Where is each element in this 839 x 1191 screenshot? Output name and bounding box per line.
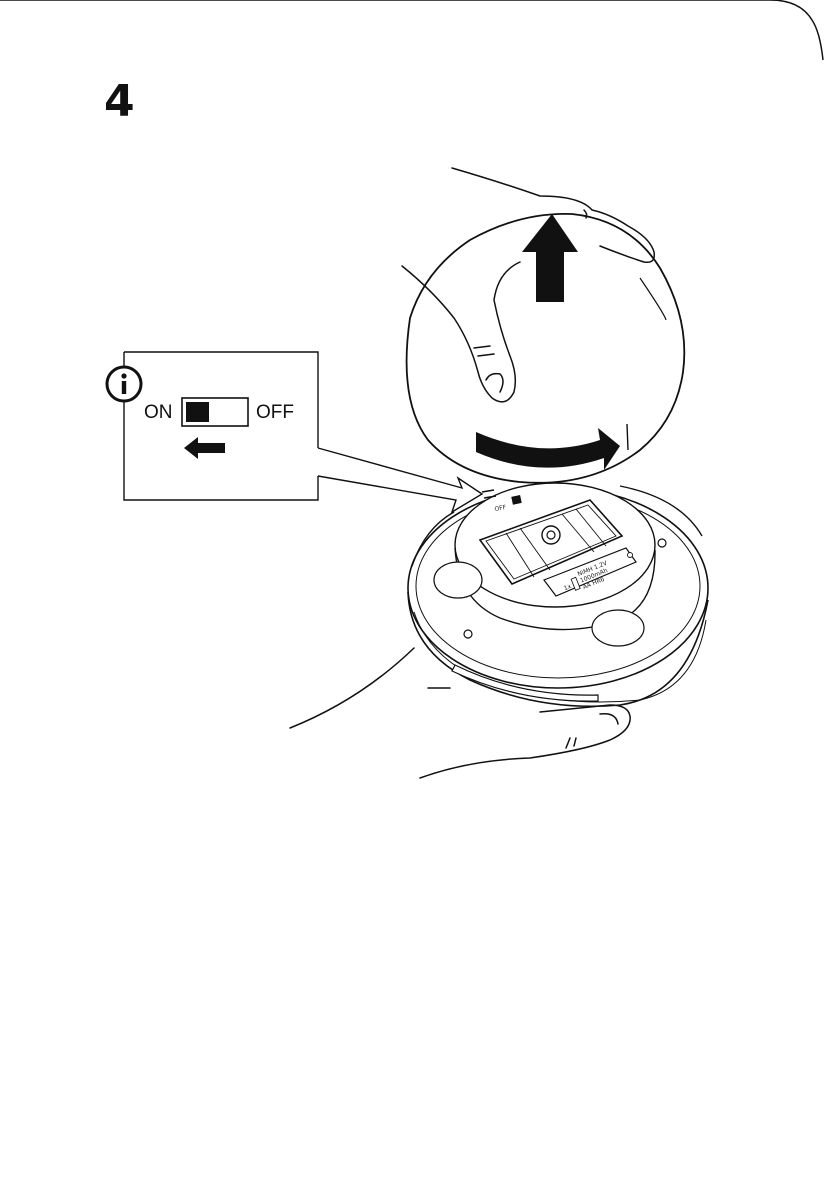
info-icon: [107, 367, 141, 401]
switch-off-label: OFF: [256, 402, 294, 423]
lamp-base: NiMH 1.2V 1000mAh AA HR6 1x OFF: [408, 483, 708, 706]
switch-on-label: ON: [144, 402, 173, 423]
slide-switch: [182, 398, 248, 426]
